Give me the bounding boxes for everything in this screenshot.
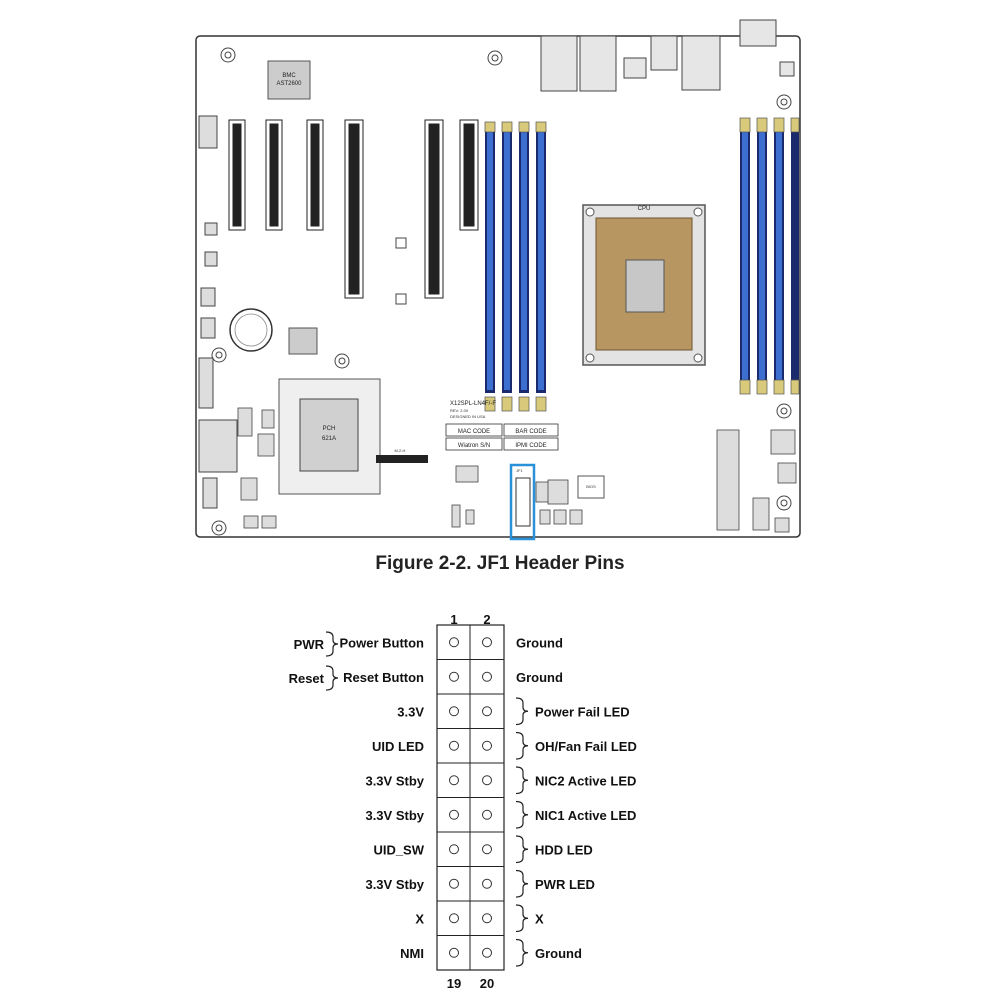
mac-code-label: MAC CODE <box>458 429 490 435</box>
pch-chip-label: 621A <box>322 436 336 442</box>
jf1-board-label: JF1 <box>516 468 523 473</box>
pin-17 <box>449 913 459 924</box>
pin-label-left: 3.3V Stby <box>365 808 424 823</box>
pin-number-1: 1 <box>450 612 457 627</box>
bmc-chip <box>267 60 311 100</box>
pin-label-right: OH/Fan Fail LED <box>535 739 637 754</box>
battery <box>229 308 273 352</box>
bios-label: BIOS <box>586 484 596 489</box>
code-boxes <box>445 423 559 451</box>
pin-label-left: Reset Button <box>343 670 424 685</box>
small-chip <box>288 327 318 355</box>
pin-9 <box>449 775 459 786</box>
pin-label-right: PWR LED <box>535 877 595 892</box>
pin-number-20: 20 <box>480 976 494 991</box>
pin-5 <box>449 706 459 717</box>
figure-caption: Figure 2-2. JF1 Header Pins <box>375 553 625 574</box>
pin-label-left: NMI <box>400 946 424 961</box>
model-label: X12SPL-LN4F/-F <box>450 401 496 407</box>
pin-label-right: Ground <box>535 946 582 961</box>
bmc-chip-label: AST2600 <box>276 81 302 87</box>
pin-15 <box>449 878 459 889</box>
pin-label-right: NIC1 Active LED <box>535 808 636 823</box>
pin-label-left: Power Button <box>340 635 425 650</box>
pin-10 <box>482 775 492 786</box>
misc-headers <box>237 407 797 533</box>
cpu-socket <box>582 204 706 366</box>
pch-chip <box>299 398 359 472</box>
reset-brace <box>325 665 339 691</box>
pin-label-left: UID LED <box>372 739 424 754</box>
bar-code-label: BAR CODE <box>515 429 546 435</box>
signal-brace <box>515 904 529 933</box>
pin-label-right: HDD LED <box>535 842 593 857</box>
pcie-slots <box>228 119 479 299</box>
pwr-group-label: PWR <box>294 637 325 652</box>
jf1-board-header <box>515 477 531 527</box>
pin-16 <box>482 878 492 889</box>
bios-chip <box>577 475 605 499</box>
ipmi-code-label: IPMI CODE <box>515 443 546 449</box>
pin-19 <box>449 947 459 958</box>
pin-6 <box>482 706 492 717</box>
bmc-label: BMC <box>282 73 296 79</box>
pin-11 <box>449 809 459 820</box>
pin-2 <box>482 637 492 648</box>
pch-label: PCH <box>323 426 336 432</box>
onboard-buttons <box>395 237 407 305</box>
pin-14 <box>482 844 492 855</box>
signal-brace <box>515 835 529 864</box>
pin-18 <box>482 913 492 924</box>
m2-label: M.2-H <box>395 448 406 453</box>
pin-7 <box>449 740 459 751</box>
pin-number-19: 19 <box>447 976 461 991</box>
designed-label: DESIGNED IN USA <box>450 414 486 419</box>
dimm-slots-left <box>484 121 547 412</box>
signal-brace <box>515 938 529 967</box>
pin-label-right: Ground <box>516 635 563 650</box>
pin-label-left: 3.3V Stby <box>365 773 424 788</box>
signal-brace <box>515 800 529 829</box>
left-connectors <box>198 115 238 509</box>
jf1-highlight <box>509 463 536 541</box>
reset-group-label: Reset <box>289 671 325 686</box>
signal-brace <box>515 731 529 760</box>
pin-number-2: 2 <box>483 612 490 627</box>
pin-8 <box>482 740 492 751</box>
mounting-holes <box>211 47 792 536</box>
pin-1 <box>449 637 459 648</box>
pwr-brace <box>325 631 339 657</box>
pin-3 <box>449 671 459 682</box>
pin-label-right: Ground <box>516 670 563 685</box>
pin-label-right: X <box>535 911 544 926</box>
serial-label: Wiatron S/N <box>458 443 490 449</box>
pin-label-left: X <box>415 911 424 926</box>
pin-13 <box>449 844 459 855</box>
dimm-slots-right <box>739 117 800 395</box>
pin-4 <box>482 671 492 682</box>
m2-slot <box>376 455 428 463</box>
pin-label-right: NIC2 Active LED <box>535 773 636 788</box>
signal-brace <box>515 697 529 726</box>
signal-brace <box>515 869 529 898</box>
pin-label-left: UID_SW <box>373 842 424 857</box>
rev-label: REV: 2.00 <box>450 408 469 413</box>
pin-12 <box>482 809 492 820</box>
rear-io <box>540 19 795 92</box>
cpu-label: CPU <box>638 206 651 212</box>
signal-brace <box>515 766 529 795</box>
pin-label-left: 3.3V <box>397 704 424 719</box>
pin-label-left: 3.3V Stby <box>365 877 424 892</box>
pin-label-right: Power Fail LED <box>535 704 630 719</box>
pin-20 <box>482 947 492 958</box>
